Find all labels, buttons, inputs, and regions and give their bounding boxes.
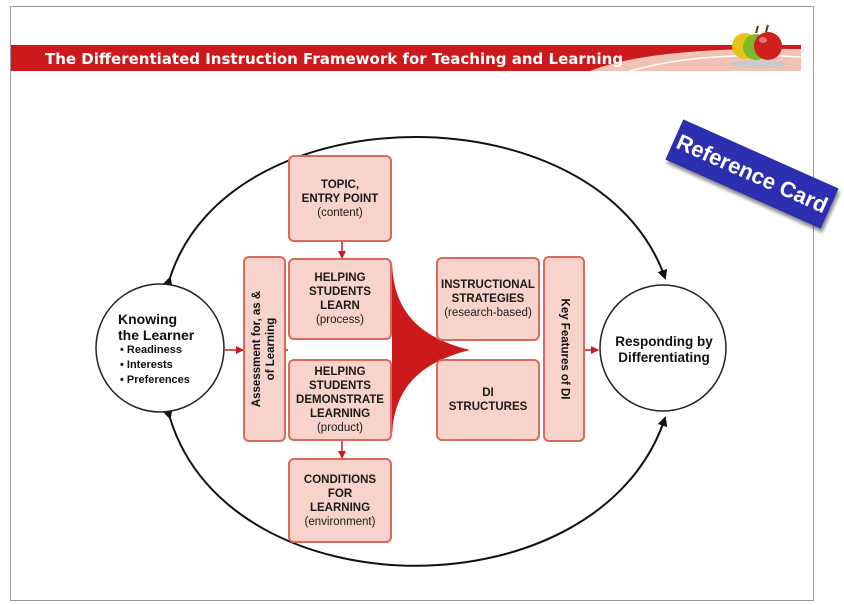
responding-line-1: Responding by bbox=[615, 334, 713, 349]
key-features-box: Key Features of DI bbox=[543, 256, 585, 442]
product-line-2: STUDENTS bbox=[309, 380, 371, 392]
knowing-title-2: the Learner bbox=[118, 327, 195, 343]
structures-line-2: STRUCTURES bbox=[448, 401, 528, 413]
knowing-item: • Interests bbox=[120, 359, 173, 371]
assessment-line-2: of Learning bbox=[265, 317, 278, 381]
responding-line-2: Differentiating bbox=[618, 350, 710, 365]
assessment-label: Assessment for, as & of Learning bbox=[251, 291, 279, 407]
strategies-line-2: STRATEGIES bbox=[451, 293, 525, 305]
knowing-item: • Preferences bbox=[120, 374, 190, 386]
conditions-sub: (environment) bbox=[304, 515, 376, 528]
process-line-2: STUDENTS bbox=[309, 286, 371, 298]
topic-line-1: TOPIC, bbox=[320, 178, 360, 191]
assessment-box: Assessment for, as & of Learning bbox=[243, 256, 286, 442]
cycle-arc-top bbox=[162, 136, 668, 288]
product-box: HELPING STUDENTS DEMONSTRATE LEARNING (p… bbox=[288, 359, 392, 441]
process-box: HELPING STUDENTS LEARN (process) bbox=[288, 258, 392, 340]
knowing-item: • Readiness bbox=[120, 344, 182, 356]
conditions-line-3: LEARNING bbox=[309, 501, 371, 514]
topic-sub: (content) bbox=[317, 206, 363, 219]
knowing-learner-text: Knowing the Learner • Readiness • Intere… bbox=[118, 311, 208, 388]
assessment-line-1: Assessment for, as & bbox=[251, 290, 264, 408]
strategies-sub: (research-based) bbox=[444, 307, 532, 319]
knowing-circle bbox=[95, 283, 225, 413]
knowing-title-1: Knowing bbox=[118, 311, 178, 327]
key-features-label: Key Features of DI bbox=[558, 298, 571, 400]
funnel-shape bbox=[392, 258, 470, 441]
conditions-box: CONDITIONS FOR LEARNING (environment) bbox=[288, 458, 392, 543]
product-sub: (product) bbox=[316, 422, 363, 434]
strategies-box: INSTRUCTIONAL STRATEGIES (research-based… bbox=[436, 257, 540, 341]
product-line-4: LEARNING bbox=[309, 408, 371, 420]
process-line-3: LEARN bbox=[320, 300, 360, 312]
cycle-arc-bottom bbox=[162, 408, 668, 567]
product-line-1: HELPING bbox=[314, 366, 366, 378]
topic-line-2: ENTRY POINT bbox=[301, 192, 379, 205]
process-sub: (process) bbox=[316, 314, 364, 326]
responding-circle bbox=[599, 284, 727, 412]
structures-line-1: DI bbox=[482, 387, 494, 399]
process-line-1: HELPING bbox=[314, 272, 366, 284]
strategies-line-1: INSTRUCTIONAL bbox=[441, 279, 535, 291]
product-line-3: DEMONSTRATE bbox=[296, 394, 384, 406]
topic-box: TOPIC, ENTRY POINT (content) bbox=[288, 155, 392, 242]
apples-icon bbox=[730, 24, 786, 68]
structures-box: DI STRUCTURES bbox=[436, 359, 540, 441]
page-title: The Differentiated Instruction Framework… bbox=[45, 50, 624, 68]
conditions-line-1: CONDITIONS bbox=[303, 473, 377, 486]
responding-text: Responding by Differentiating bbox=[606, 334, 722, 366]
conditions-line-2: FOR bbox=[327, 487, 353, 500]
